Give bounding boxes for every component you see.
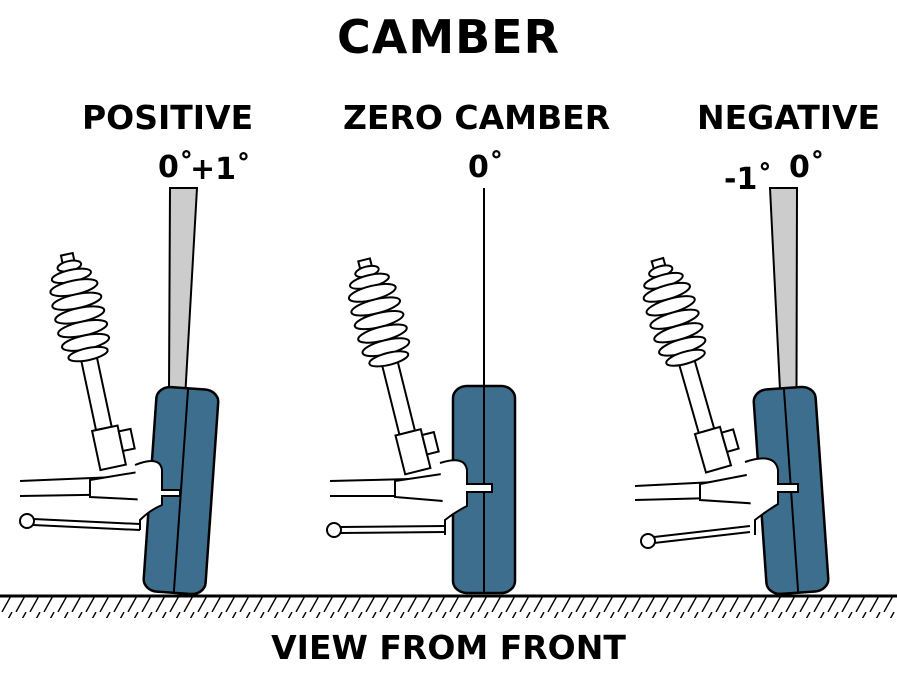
zero-control-arms [326,459,493,538]
view-caption: VIEW FROM FRONT [271,628,626,667]
negative-tilt-angle: -1˚ [724,162,773,197]
positive-label: POSITIVE [82,98,254,137]
positive-panel [19,187,220,596]
negative-strut [632,251,744,478]
zero-reference-angle: 0˚ [468,150,504,185]
zero-panel [326,188,517,595]
ground [0,594,897,618]
zero-strut [338,252,444,479]
diagram-title: CAMBER [336,10,561,64]
negative-panel [632,187,830,596]
zero-camber-label: ZERO CAMBER [343,98,611,137]
positive-tilt-angle: +1˚ [190,152,252,187]
negative-control-arms [634,457,799,549]
negative-reference-angle: 0˚ [789,150,825,185]
positive-strut [41,247,139,474]
positive-reference-angle: 0˚ [158,150,194,185]
positive-control-arms [19,460,181,531]
negative-label: NEGATIVE [697,98,881,137]
